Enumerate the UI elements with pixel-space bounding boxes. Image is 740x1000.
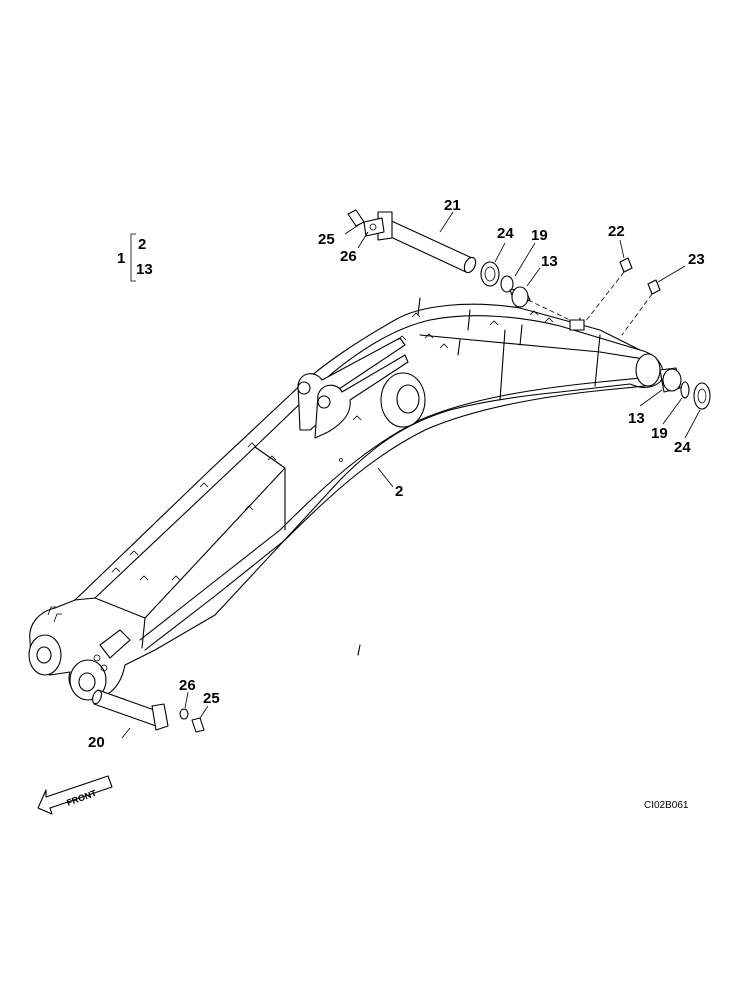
front-fitting-2 xyxy=(100,664,108,672)
front-fitting-1 xyxy=(93,654,101,662)
right-bushing-set: 13 19 24 xyxy=(628,367,711,456)
pin-21-end xyxy=(463,256,477,274)
part-group-bracket: 1 2 13 xyxy=(117,233,153,282)
boom-bottom-edge-2 xyxy=(144,385,646,651)
fitting-22-centerline xyxy=(584,271,625,323)
boom-top-edge xyxy=(74,315,641,601)
pin-20-end xyxy=(91,689,103,705)
leader-13-right xyxy=(639,389,663,407)
grease-fittings: 22 23 xyxy=(584,223,705,336)
washer-26-top-hole xyxy=(369,223,377,231)
fitting-23-centerline xyxy=(621,293,653,336)
callout-22: 22 xyxy=(608,223,625,240)
callout-19-right: 19 xyxy=(651,425,668,442)
bottom-pin-assembly: 20 26 25 xyxy=(88,677,220,751)
shim-24-top-hole xyxy=(484,266,496,282)
pin-20-head-plate xyxy=(151,703,169,731)
leader-13-top xyxy=(526,267,541,287)
callout-19-top: 19 xyxy=(531,227,548,244)
callout-2: 2 xyxy=(395,483,403,500)
bracket-hole-1 xyxy=(297,381,311,395)
boom-stiffener-tabs xyxy=(357,297,581,656)
washer-26-bottom xyxy=(179,708,189,720)
pin-21 xyxy=(379,217,473,273)
grease-fitting-22 xyxy=(619,257,633,273)
cylinder-bracket-plate-2 xyxy=(314,354,409,439)
boom-grease-block xyxy=(569,319,585,331)
group-bracket-line xyxy=(130,233,136,282)
leader-20 xyxy=(121,727,131,739)
group-child-number-2: 13 xyxy=(136,261,153,278)
leader-24-right xyxy=(684,409,701,439)
callout-25-top: 25 xyxy=(318,231,335,248)
front-direction-arrow: FRONT xyxy=(37,775,113,815)
callout-25-bottom: 25 xyxy=(203,690,220,707)
callout-13-right: 13 xyxy=(628,410,645,427)
seal-19-top xyxy=(500,275,514,293)
leader-2 xyxy=(377,467,394,488)
leader-25-bottom xyxy=(199,705,209,719)
callout-20: 20 xyxy=(88,734,105,751)
callout-24-right: 24 xyxy=(674,439,691,456)
boom-front-lug-2-hole xyxy=(78,672,96,692)
leader-19-top xyxy=(514,242,536,277)
boom-front-bracket xyxy=(99,629,131,659)
group-parent-number: 1 xyxy=(117,250,125,267)
bolt-25-top xyxy=(347,209,365,227)
boom-divider-rear-2 xyxy=(594,334,601,387)
boom-bottom-edge xyxy=(139,377,641,641)
boom-dot xyxy=(339,458,343,462)
boom-rear-boss xyxy=(635,353,661,387)
bolt-25-bottom xyxy=(191,717,205,733)
group-child-number-1: 2 xyxy=(138,236,146,253)
boom-body xyxy=(28,297,664,701)
top-pin-assembly: 21 25 26 xyxy=(318,197,477,274)
bushing-13-right-face xyxy=(662,368,682,392)
top-bushing-set: 24 19 13 xyxy=(480,225,571,321)
shim-24-right xyxy=(693,382,711,410)
front-arrow-shape xyxy=(37,775,113,815)
leader-21 xyxy=(439,211,454,233)
leader-25-top xyxy=(344,223,361,235)
leader-22 xyxy=(619,239,625,259)
shim-24-top xyxy=(480,261,500,287)
pin-20 xyxy=(93,689,161,727)
leader-19-right xyxy=(662,397,683,425)
bushing-13-top-face xyxy=(511,286,529,308)
drawing-code: CI02B061 xyxy=(644,800,689,811)
bracket-hole-2 xyxy=(317,395,331,409)
leader-26-top xyxy=(357,231,369,249)
leader-26-bottom xyxy=(184,691,189,709)
callout-21: 21 xyxy=(444,197,461,214)
boom-outline xyxy=(29,303,664,699)
leader-24-top xyxy=(494,242,506,263)
boom-center-boss-hole xyxy=(396,384,420,414)
boom-top-side-edge xyxy=(144,467,286,619)
callout-26-top: 26 xyxy=(340,248,357,265)
grease-fitting-23 xyxy=(647,279,661,295)
callout-13-top: 13 xyxy=(541,253,558,270)
boom-divider-rear-1 xyxy=(499,329,506,401)
shim-24-right-hole xyxy=(697,388,707,404)
boom-tabs xyxy=(47,310,554,623)
boom-top-plate-inner xyxy=(419,334,651,361)
washer-26-top xyxy=(363,217,385,237)
callout-24-top: 24 xyxy=(497,225,514,242)
callout-23: 23 xyxy=(688,251,705,268)
callout-26-bottom: 26 xyxy=(179,677,196,694)
seal-19-right xyxy=(680,381,690,399)
boom-front-lug-1-hole xyxy=(36,646,52,664)
leader-23 xyxy=(657,265,686,283)
